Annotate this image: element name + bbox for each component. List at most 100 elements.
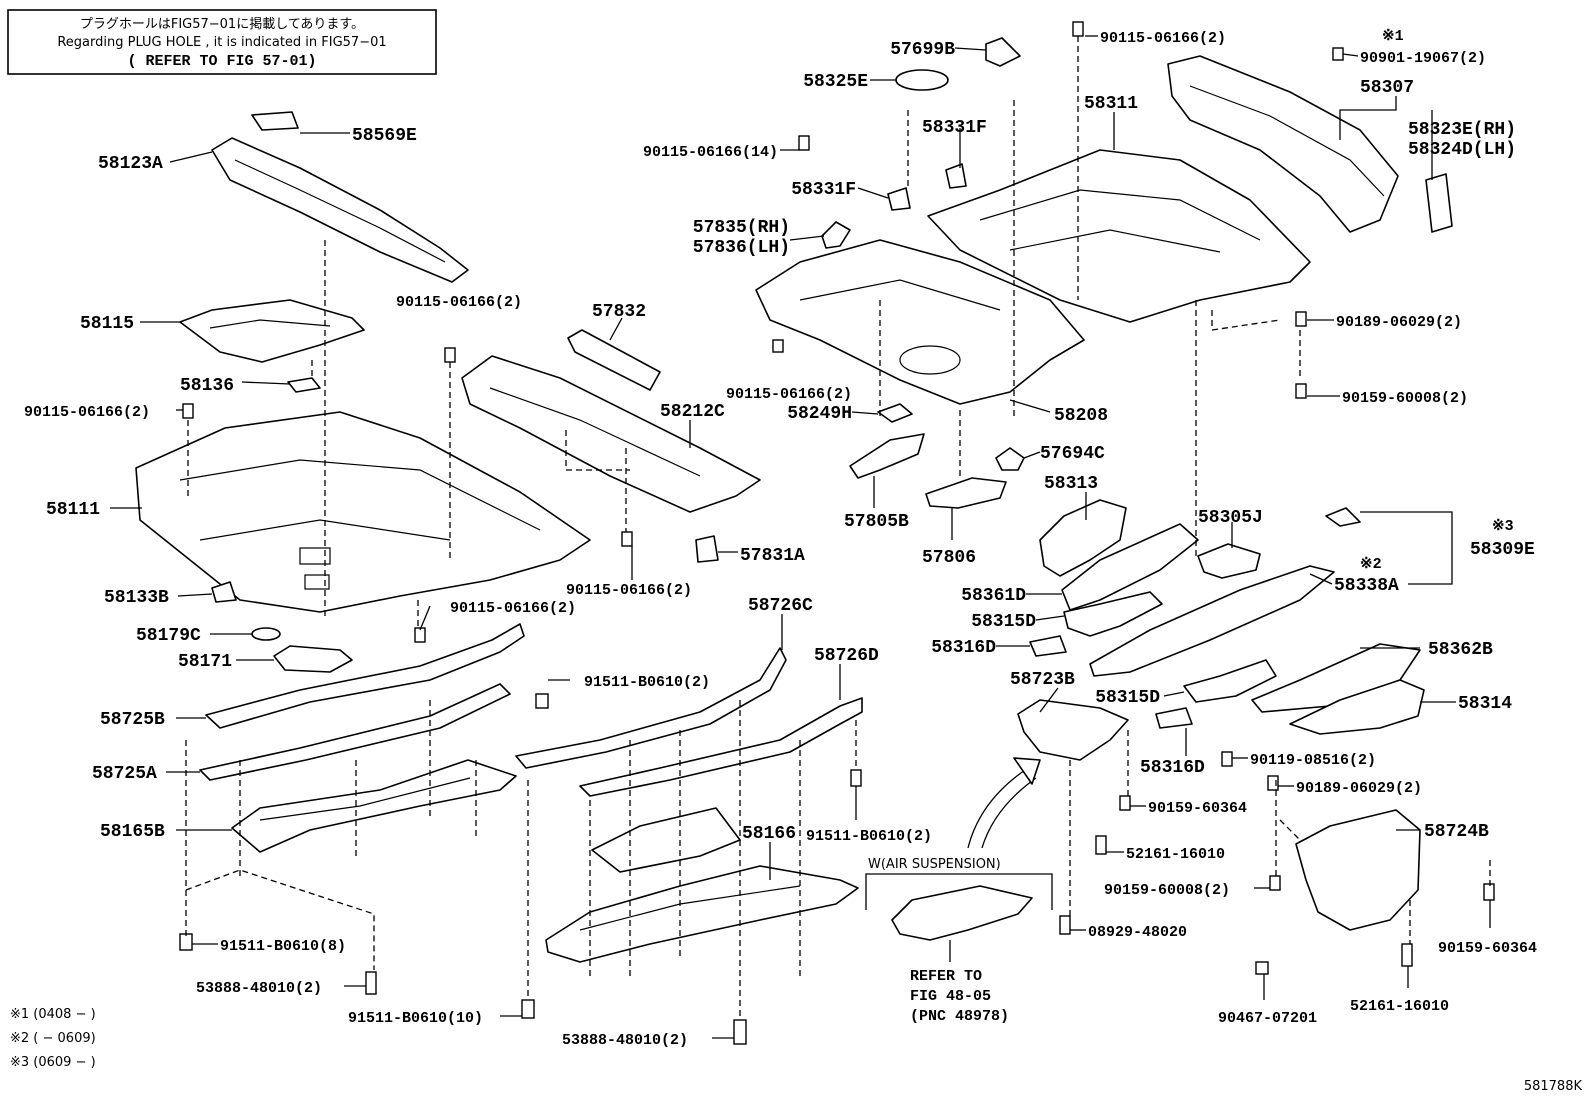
part-labels: 57699B 58325E 90115-06166(2) ※1 90901-19… [24, 28, 1537, 1049]
label-air-suspension: W(AIR SUSPENSION) [868, 857, 1001, 872]
part-58111 [135, 411, 591, 613]
part-58115 [179, 299, 365, 363]
part-58136 [287, 377, 321, 393]
part-58726c [515, 647, 787, 769]
part-58724b [1295, 809, 1421, 931]
label-90189-06029-2-a: 90189-06029(2) [1336, 314, 1462, 331]
label-58208: 58208 [1054, 406, 1108, 426]
part-58315d-b [1183, 659, 1277, 703]
part-57832 [567, 329, 661, 391]
label-refer-fig: FIG 48-05 [910, 988, 991, 1005]
label-58311: 58311 [1084, 94, 1138, 114]
label-58315d-b: 58315D [1095, 688, 1160, 708]
part-57806 [925, 477, 1007, 509]
part-58165b [231, 759, 517, 853]
part-58723b [1017, 699, 1129, 761]
label-08929-48020: 08929-48020 [1088, 924, 1187, 941]
part-58569e [251, 111, 299, 131]
part-58362b [1251, 643, 1421, 713]
label-58331f-b: 58331F [791, 180, 856, 200]
part-58208 [755, 239, 1085, 405]
label-58309e: 58309E [1470, 540, 1535, 560]
label-58212c: 58212C [660, 402, 725, 422]
part-57831a [695, 535, 719, 563]
note-reference: ( REFER TO FIG 57-01) [127, 53, 316, 70]
part-58212c [461, 355, 761, 513]
leader-lines [110, 35, 1491, 1039]
label-90159-60364-a: 90159-60364 [1148, 800, 1247, 817]
note-english: Regarding PLUG HOLE , it is indicated in… [57, 35, 386, 50]
note-japanese: プラグホールはFIG57−01に掲載してあります。 [80, 16, 364, 32]
footnotes: ※1 (0408 − ) ※2 ( − 0609) ※3 (0609 − ) [10, 1007, 96, 1070]
label-52161-16010-b: 52161-16010 [1350, 998, 1449, 1015]
part-58313 [1039, 499, 1127, 577]
label-58115: 58115 [80, 314, 134, 334]
part-57699b [985, 37, 1021, 67]
label-90159-60008-2-a: 90159-60008(2) [1342, 390, 1468, 407]
label-58323e-rh: 58323E(RH) [1408, 120, 1516, 140]
label-mark3: ※3 [1492, 518, 1514, 535]
figure-id: 581788K [1524, 1079, 1583, 1094]
part-58305j [1197, 543, 1261, 579]
label-57836-lh: 57836(LH) [693, 238, 790, 258]
label-58324d-lh: 58324D(LH) [1408, 140, 1516, 160]
label-90119-08516-2: 90119-08516(2) [1250, 752, 1376, 769]
label-58313: 58313 [1044, 474, 1098, 494]
label-58362b: 58362B [1428, 640, 1493, 660]
label-58166: 58166 [742, 824, 796, 844]
part-58179c [251, 627, 281, 641]
label-58725b: 58725B [100, 710, 165, 730]
part-57835-57836 [821, 221, 851, 249]
part-58166 [545, 807, 859, 963]
label-58361d: 58361D [961, 586, 1026, 606]
label-refer-to: REFER TO [910, 968, 982, 985]
label-58111: 58111 [46, 500, 100, 520]
part-58725b [205, 623, 525, 729]
label-91511-b0610-2: 91511-B0610(2) [584, 674, 710, 691]
label-91511-b0610-2b: 91511-B0610(2) [806, 828, 932, 845]
label-90159-60008-2-b: 90159-60008(2) [1104, 882, 1230, 899]
label-58123a: 58123A [98, 154, 163, 174]
label-90115-06166-14: 90115-06166(14) [643, 144, 778, 161]
label-refer-pnc: (PNC 48978) [910, 1008, 1009, 1025]
part-58331f-a [945, 163, 967, 189]
footnote-1: ※1 (0408 − ) [10, 1007, 96, 1022]
label-57832: 57832 [592, 302, 646, 322]
part-58311 [927, 149, 1311, 323]
label-57805b: 57805B [844, 512, 909, 532]
label-57699b: 57699B [890, 40, 955, 60]
label-58726c: 58726C [748, 596, 813, 616]
label-58725a: 58725A [92, 764, 157, 784]
label-58314: 58314 [1458, 694, 1512, 714]
label-90115-06166-2-bot: 90115-06166(2) [566, 582, 692, 599]
part-57694c [995, 447, 1025, 471]
part-58316d-a [1029, 635, 1067, 657]
label-90467-07201: 90467-07201 [1218, 1010, 1317, 1027]
label-58724b: 58724B [1424, 822, 1489, 842]
label-58315d-a: 58315D [971, 612, 1036, 632]
part-58315d-a [1063, 591, 1163, 637]
label-90115-06166-2-low: 90115-06166(2) [450, 600, 576, 617]
part-air-suspension-cover [891, 885, 1033, 941]
footnote-2: ※2 ( − 0609) [10, 1031, 96, 1046]
label-58569e: 58569E [352, 126, 417, 146]
part-58323e-58324d [1425, 173, 1453, 233]
label-90189-06029-2-b: 90189-06029(2) [1296, 780, 1422, 797]
part-58123a [211, 137, 469, 283]
label-58133b: 58133B [104, 588, 169, 608]
part-58325e [895, 69, 949, 91]
part-58249h [877, 403, 913, 423]
part-58314 [1289, 679, 1425, 735]
label-53888-48010-2-b: 53888-48010(2) [562, 1032, 688, 1049]
label-58305j: 58305J [1198, 508, 1263, 528]
label-53888-48010-2-a: 53888-48010(2) [196, 980, 322, 997]
part-58133b [211, 581, 237, 603]
label-58179c: 58179C [136, 626, 201, 646]
part-58725a [199, 683, 511, 781]
label-58165b: 58165B [100, 822, 165, 842]
label-57806: 57806 [922, 548, 976, 568]
part-58309e [1325, 507, 1361, 527]
label-90901-19067-2: 90901-19067(2) [1360, 50, 1486, 67]
plug-hole-note: プラグホールはFIG57−01に掲載してあります。 Regarding PLUG… [7, 9, 437, 75]
